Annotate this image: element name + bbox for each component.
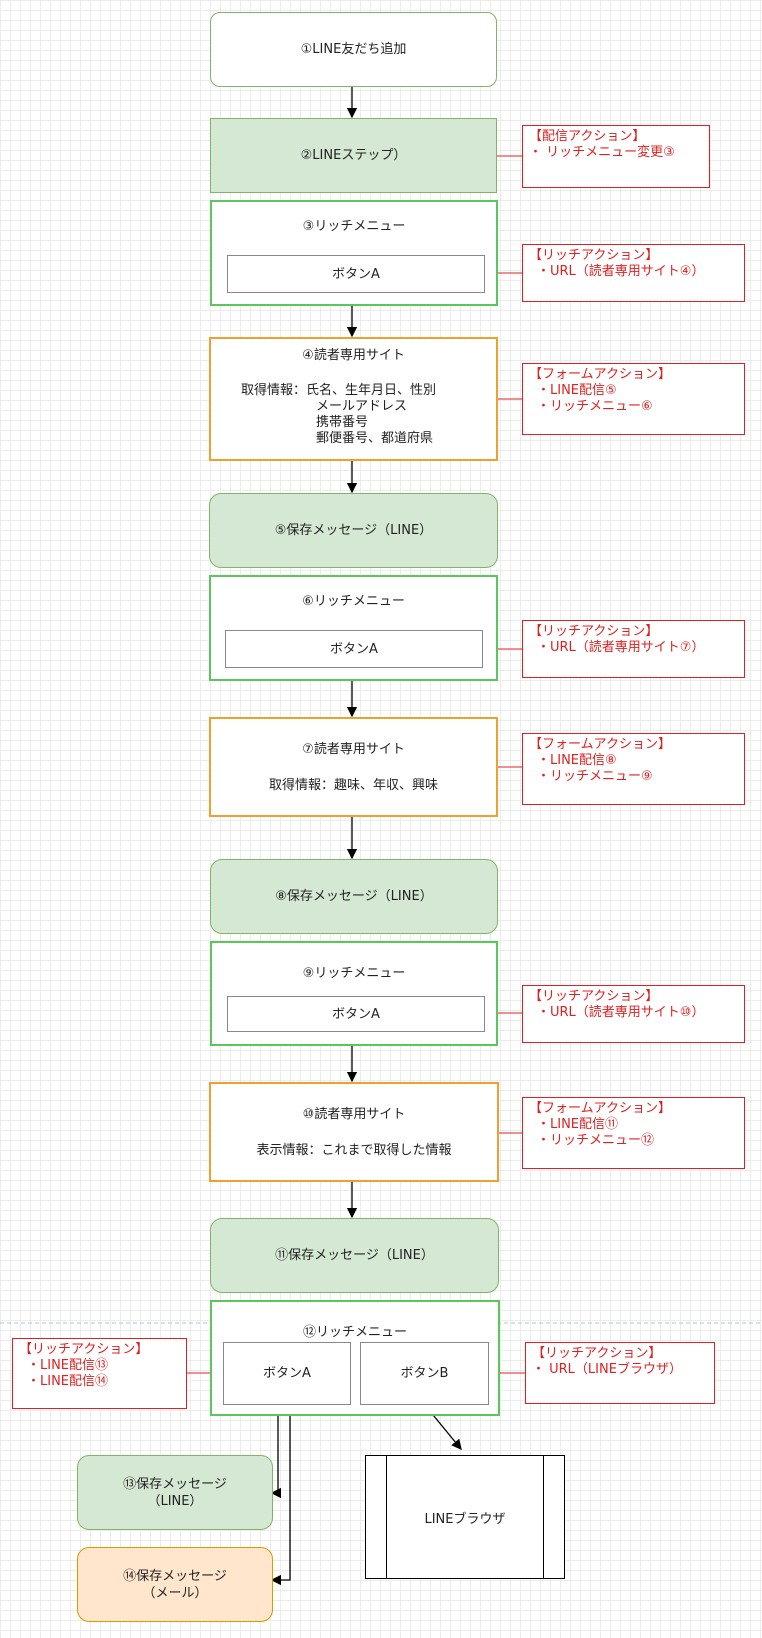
node-saved-message-13[interactable]: ⑬保存メッセージ （LINE） — [77, 1455, 273, 1530]
info-line: メールアドレス — [316, 399, 408, 414]
note-item: ・LINE配信⑬ — [27, 1358, 109, 1373]
node-label: LINEブラウザ — [424, 1511, 506, 1527]
node-reader-site-10[interactable]: ⑩読者専用サイト 表示情報：これまで取得した情報 — [209, 1082, 499, 1182]
node-label: ⑦読者専用サイト — [302, 742, 405, 757]
node-saved-message-14[interactable]: ⑭保存メッセージ （メール） — [77, 1547, 273, 1622]
node-label: ③リッチメニュー — [302, 219, 406, 234]
note-form-action-4: 【フォームアクション】 ・LINE配信⑤ ・リッチメニュー⑥ — [522, 363, 745, 435]
button-label: ボタンA — [263, 1366, 311, 1381]
note-item: ・リッチメニュー⑫ — [537, 1133, 655, 1148]
note-item: ・URL（読者専用サイト⑦） — [537, 640, 705, 655]
node-rich-menu-12[interactable]: ⑫リッチメニュー ボタンA ボタンB — [210, 1300, 500, 1416]
note-item: ・LINE配信⑧ — [537, 753, 617, 768]
browser-left-bar — [386, 1456, 387, 1578]
node-line-friend-add[interactable]: ①LINE友だち追加 — [210, 12, 497, 87]
note-item: ・リッチメニュー⑨ — [537, 769, 653, 784]
node-rich-menu-6[interactable]: ⑥リッチメニュー ボタンA — [209, 575, 498, 681]
note-form-action-7: 【フォームアクション】 ・LINE配信⑧ ・リッチメニュー⑨ — [522, 733, 745, 805]
note-heading: 【フォームアクション】 — [529, 737, 671, 752]
note-rich-action-9: 【リッチアクション】 ・URL（読者専用サイト⑩） — [522, 985, 745, 1043]
node-rich-menu-3[interactable]: ③リッチメニュー ボタンA — [210, 200, 498, 306]
node-label: ⑭保存メッセージ — [123, 1568, 227, 1584]
site-info: 取得情報：氏名、生年月日、性別 メールアドレス 携帯番号 郵便番号、都道府県 — [241, 383, 436, 447]
node-label: ⑩読者専用サイト — [302, 1107, 406, 1122]
node-rich-menu-9[interactable]: ⑨リッチメニュー ボタンA — [210, 941, 498, 1046]
button-label: ボタンA — [332, 266, 380, 282]
node-label: ①LINE友だち追加 — [300, 42, 407, 57]
node-label: ⑬保存メッセージ — [123, 1476, 227, 1492]
button-a[interactable]: ボタンA — [227, 255, 485, 293]
note-item: ・URL（読者専用サイト④） — [537, 264, 705, 279]
site-info: 取得情報：趣味、年収、興味 — [268, 778, 438, 793]
button-a[interactable]: ボタンA — [227, 996, 485, 1032]
note-delivery-action-2: 【配信アクション】 ・ リッチメニュー変更③ — [522, 125, 710, 188]
arrow-a-13 — [270, 1404, 282, 1499]
note-heading: 【リッチアクション】 — [19, 1342, 149, 1357]
info-line: 郵便番号、都道府県 — [316, 431, 434, 446]
node-saved-message-8[interactable]: ⑧保存メッセージ（LINE） — [210, 859, 498, 934]
info-line: 取得情報：氏名、生年月日、性別 — [241, 383, 437, 398]
button-a[interactable]: ボタンA — [223, 1342, 351, 1405]
node-sublabel: （LINE） — [147, 1493, 203, 1509]
node-saved-message-5[interactable]: ⑤保存メッセージ（LINE） — [209, 493, 498, 568]
node-label: ④読者専用サイト — [302, 348, 405, 363]
button-b[interactable]: ボタンB — [360, 1342, 489, 1405]
note-heading: 【リッチアクション】 — [529, 989, 659, 1004]
note-item: ・LINE配信⑤ — [537, 383, 617, 398]
node-sublabel: （メール） — [142, 1585, 208, 1601]
node-label: ⑥リッチメニュー — [302, 594, 405, 609]
note-heading: 【リッチアクション】 — [529, 248, 659, 263]
note-rich-action-12b: 【リッチアクション】 ・ URL（LINEブラウザ） — [525, 1342, 715, 1404]
note-item: ・ リッチメニュー変更③ — [529, 145, 675, 160]
note-item: ・リッチメニュー⑥ — [537, 399, 653, 414]
note-heading: 【配信アクション】 — [529, 129, 646, 144]
info-line: 携帯番号 — [316, 415, 369, 430]
node-label: ⑫リッチメニュー — [302, 1325, 407, 1340]
button-a[interactable]: ボタンA — [225, 630, 483, 668]
node-saved-message-11[interactable]: ⑪保存メッセージ（LINE） — [210, 1218, 499, 1293]
button-label: ボタンA — [330, 641, 378, 657]
note-item: ・ URL（LINEブラウザ） — [532, 1362, 682, 1377]
node-label: ⑧保存メッセージ（LINE） — [275, 889, 433, 904]
note-heading: 【リッチアクション】 — [532, 1346, 662, 1361]
button-label: ボタンB — [400, 1366, 449, 1381]
note-rich-action-3: 【リッチアクション】 ・URL（読者専用サイト④） — [522, 244, 745, 302]
note-heading: 【リッチアクション】 — [529, 624, 659, 639]
node-reader-site-4[interactable]: ④読者専用サイト 取得情報：氏名、生年月日、性別 メールアドレス 携帯番号 郵便… — [209, 337, 498, 461]
browser-right-bar — [543, 1456, 544, 1578]
note-heading: 【フォームアクション】 — [529, 1101, 671, 1116]
note-rich-action-6: 【リッチアクション】 ・URL（読者専用サイト⑦） — [522, 620, 745, 678]
arrow-a-14 — [270, 1404, 291, 1586]
note-item: ・LINE配信⑭ — [27, 1374, 109, 1389]
note-form-action-10: 【フォームアクション】 ・LINE配信⑪ ・リッチメニュー⑫ — [522, 1097, 745, 1169]
note-heading: 【フォームアクション】 — [529, 367, 671, 382]
node-label: ②LINEステップ） — [300, 148, 407, 163]
node-line-browser[interactable]: LINEブラウザ — [365, 1455, 565, 1579]
site-info: 表示情報：これまで取得した情報 — [256, 1143, 452, 1158]
note-item: ・URL（読者専用サイト⑩） — [537, 1005, 705, 1020]
node-label: ⑪保存メッセージ（LINE） — [275, 1248, 434, 1263]
note-rich-action-12a: 【リッチアクション】 ・LINE配信⑬ ・LINE配信⑭ — [12, 1338, 187, 1409]
node-line-step[interactable]: ②LINEステップ） — [210, 118, 497, 193]
note-item: ・LINE配信⑪ — [537, 1117, 619, 1132]
node-reader-site-7[interactable]: ⑦読者専用サイト 取得情報：趣味、年収、興味 — [209, 717, 498, 817]
node-label: ⑤保存メッセージ（LINE） — [274, 523, 433, 538]
node-label: ⑨リッチメニュー — [302, 966, 406, 981]
button-label: ボタンA — [332, 1006, 380, 1022]
